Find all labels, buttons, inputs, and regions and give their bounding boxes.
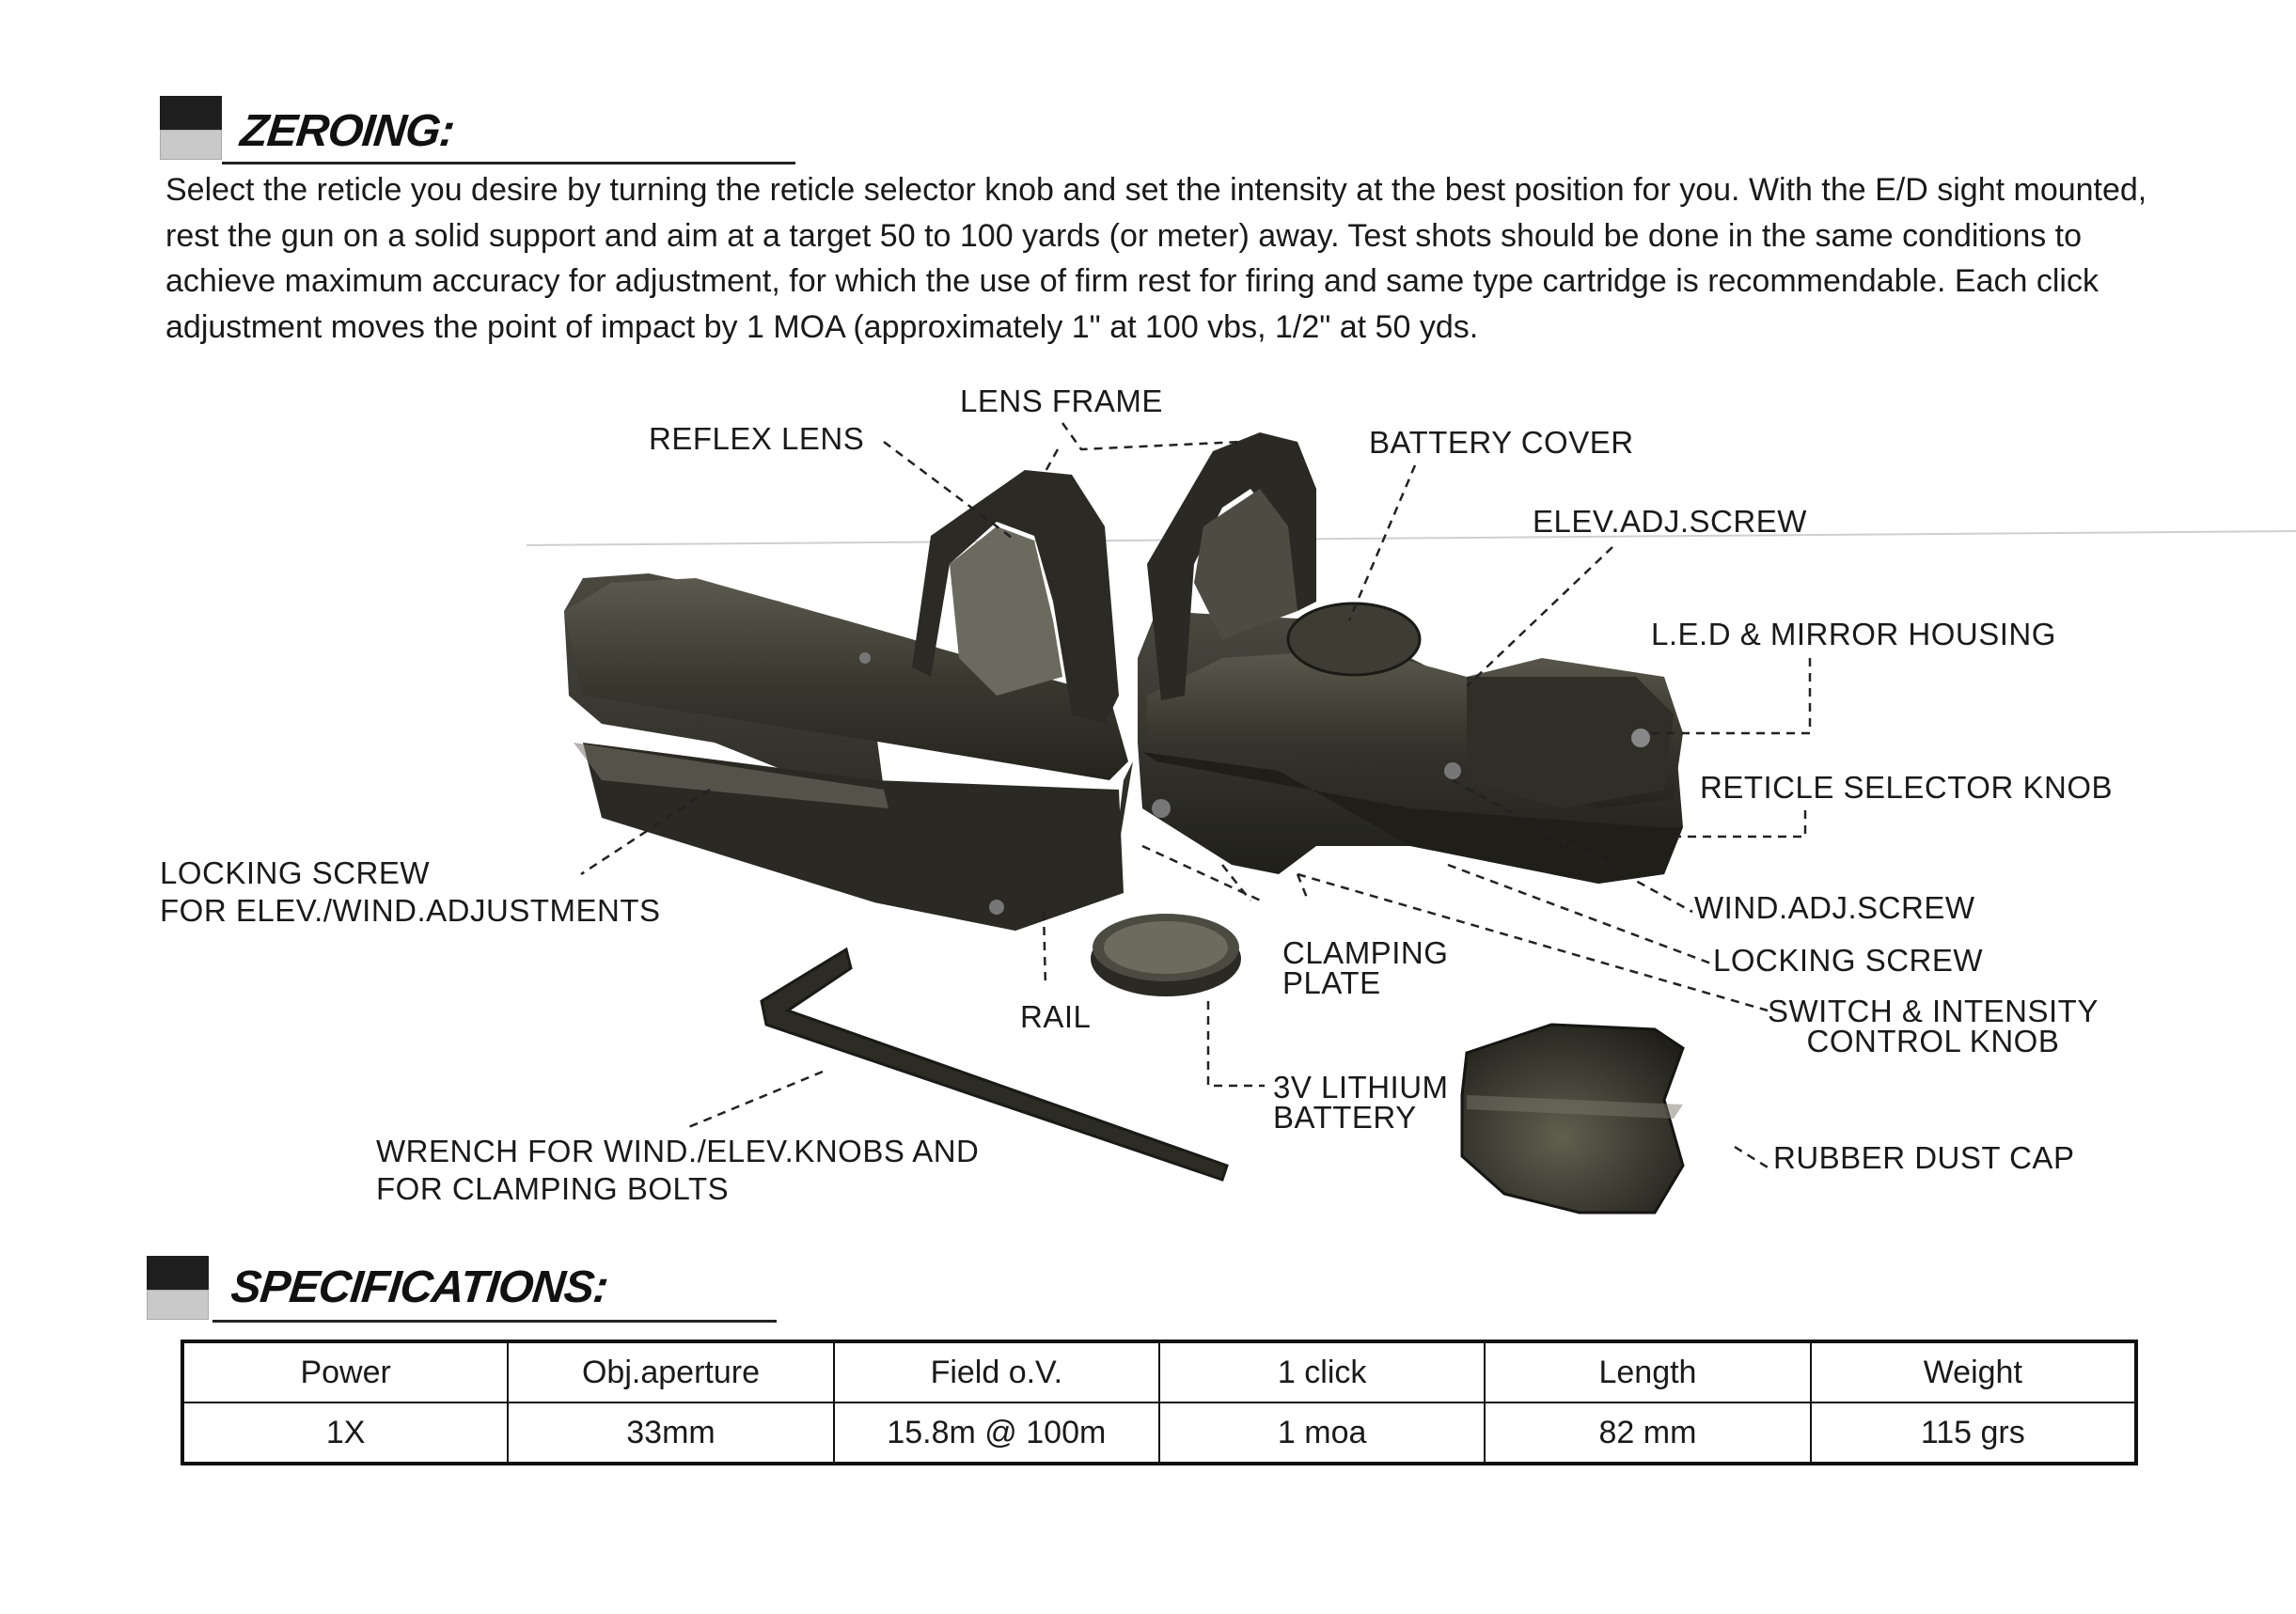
label-clamping-plate: CLAMPING PLATE: [1282, 935, 1448, 1001]
label-reticle-selector-knob: RETICLE SELECTOR KNOB: [1700, 770, 2114, 805]
table-header-cell: Obj.aperture: [507, 1340, 835, 1403]
label-elev-adj-screw: ELEV.ADJ.SCREW: [1533, 504, 1807, 539]
zeroing-rule: [222, 162, 795, 165]
label-switch-intensity: SWITCH & INTENSITY CONTROL KNOB: [1768, 994, 2099, 1059]
table-cell: 82 mm: [1484, 1402, 1812, 1465]
label-locking-screw-elev: LOCKING SCREW FOR ELEV./WIND.ADJUSTMENTS: [160, 855, 661, 929]
label-rail: RAIL: [1020, 999, 1092, 1034]
label-switch-intensity-line2: CONTROL KNOB: [1806, 1024, 2060, 1058]
specifications-title: SPECIFICATIONS:: [228, 1262, 610, 1312]
label-battery: 3V LITHIUM BATTERY: [1273, 1070, 1449, 1136]
table-cell: 33mm: [507, 1402, 835, 1465]
section-marker-light: [147, 1290, 209, 1320]
scan-fold-line: [526, 530, 2296, 546]
zeroing-paragraph: Select the reticle you desire by turning…: [165, 172, 2147, 345]
table-header-cell: Weight: [1809, 1340, 2138, 1403]
left-sight-body: [564, 470, 1133, 931]
label-wrench: WRENCH FOR WIND./ELEV.KNOBS AND FOR CLAM…: [376, 1134, 979, 1207]
leader-lines: [580, 422, 1812, 1172]
table-header-cell: Field o.V.: [832, 1340, 1160, 1403]
label-switch-intensity-line1: SWITCH & INTENSITY: [1768, 994, 2099, 1028]
label-locking-screw-elev-line2: FOR ELEV./WIND.ADJUSTMENTS: [160, 893, 661, 928]
label-led-mirror-housing: L.E.D & MIRROR HOUSING: [1651, 617, 2056, 651]
label-battery-cover: BATTERY COVER: [1369, 425, 1634, 460]
label-rubber-dust-cap: RUBBER DUST CAP: [1773, 1140, 2075, 1175]
table-cell: 15.8m @ 100m: [832, 1402, 1160, 1465]
label-battery-line2: BATTERY: [1273, 1100, 1417, 1135]
table-header-cell: 1 click: [1157, 1340, 1486, 1403]
section-marker-light: [160, 130, 222, 160]
hex-wrench: [760, 947, 1229, 1182]
label-reflex-lens: REFLEX LENS: [649, 421, 865, 456]
label-locking-screw-elev-line1: LOCKING SCREW: [160, 855, 431, 890]
table-cell: 115 grs: [1809, 1402, 2138, 1465]
rubber-dust-cap: [1460, 1023, 1685, 1214]
table-header-row: Power Obj.aperture Field o.V. 1 click Le…: [181, 1340, 2138, 1403]
label-clamping-plate-line1: CLAMPING: [1282, 935, 1449, 970]
specifications-table: Power Obj.aperture Field o.V. 1 click Le…: [181, 1340, 2138, 1465]
label-battery-line1: 3V LITHIUM: [1273, 1070, 1449, 1105]
label-locking-screw: LOCKING SCREW: [1713, 943, 1984, 978]
right-sight-body: [1138, 432, 1683, 884]
label-lens-frame: LENS FRAME: [960, 384, 1163, 418]
label-wind-adj-screw: WIND.ADJ.SCREW: [1694, 890, 1975, 925]
section-marker-dark: [147, 1256, 209, 1290]
table-cell: 1 moa: [1157, 1402, 1486, 1465]
table-header-cell: Length: [1484, 1340, 1812, 1403]
label-wrench-line1: WRENCH FOR WIND./ELEV.KNOBS AND: [376, 1134, 980, 1168]
label-wrench-line2: FOR CLAMPING BOLTS: [376, 1171, 730, 1206]
table-row: 1X 33mm 15.8m @ 100m 1 moa 82 mm 115 grs: [181, 1402, 2138, 1465]
specifications-rule: [212, 1320, 777, 1323]
section-marker-dark: [160, 96, 222, 130]
battery-coin: [1091, 914, 1241, 996]
table-header-cell: Power: [181, 1340, 510, 1403]
table-cell: 1X: [181, 1402, 510, 1465]
label-clamping-plate-line2: PLATE: [1282, 965, 1381, 1000]
